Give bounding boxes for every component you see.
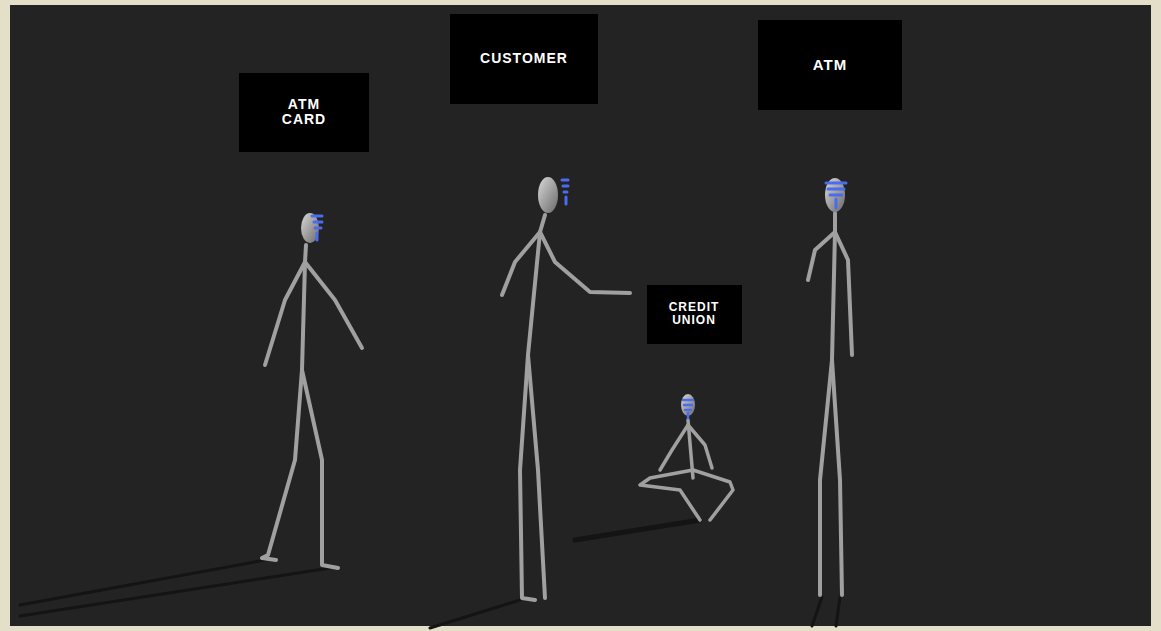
figure-arm: [265, 262, 305, 365]
box-label: CUSTOMER: [480, 51, 568, 66]
credit-union-figure: [640, 394, 733, 520]
figure-leg: [302, 370, 338, 568]
figure-arm: [660, 425, 688, 470]
box-label: ATM: [813, 57, 847, 74]
atm-figure: [808, 178, 852, 595]
label-box: ATM CARD: [239, 73, 369, 152]
atm-card-figure: [262, 213, 362, 568]
label-box: CUSTOMER: [450, 14, 598, 104]
floor-shadows: [20, 520, 840, 628]
face-mark: [312, 216, 322, 240]
figure-head: [538, 177, 558, 213]
dark-ground: [10, 5, 1151, 626]
figure-leg: [640, 470, 700, 520]
figure-arm: [808, 232, 835, 280]
figure-leg: [528, 355, 545, 598]
face-mark: [562, 180, 568, 204]
figure-arm: [305, 262, 362, 348]
shadow-line: [20, 568, 330, 616]
figure-arm: [688, 425, 712, 468]
shadow-line: [836, 597, 840, 626]
shadow-line: [575, 520, 700, 540]
face-mark: [826, 183, 846, 208]
figure-leg: [262, 370, 302, 560]
face-mark: [683, 400, 693, 418]
box-label: ATM CARD: [274, 97, 334, 128]
box-label: CREDIT UNION: [658, 301, 730, 327]
customer-figure: [502, 177, 630, 600]
figure-arm: [540, 232, 630, 293]
figure-leg: [832, 360, 842, 595]
figure-arm: [502, 232, 540, 295]
shadow-line: [430, 600, 520, 628]
figure-head: [825, 178, 845, 212]
shadow-line: [812, 597, 822, 626]
label-box: ATM: [758, 20, 902, 110]
figure-arm: [835, 232, 852, 355]
figure-leg: [693, 470, 733, 520]
figure-leg: [820, 360, 832, 595]
label-box: CREDIT UNION: [647, 285, 742, 344]
